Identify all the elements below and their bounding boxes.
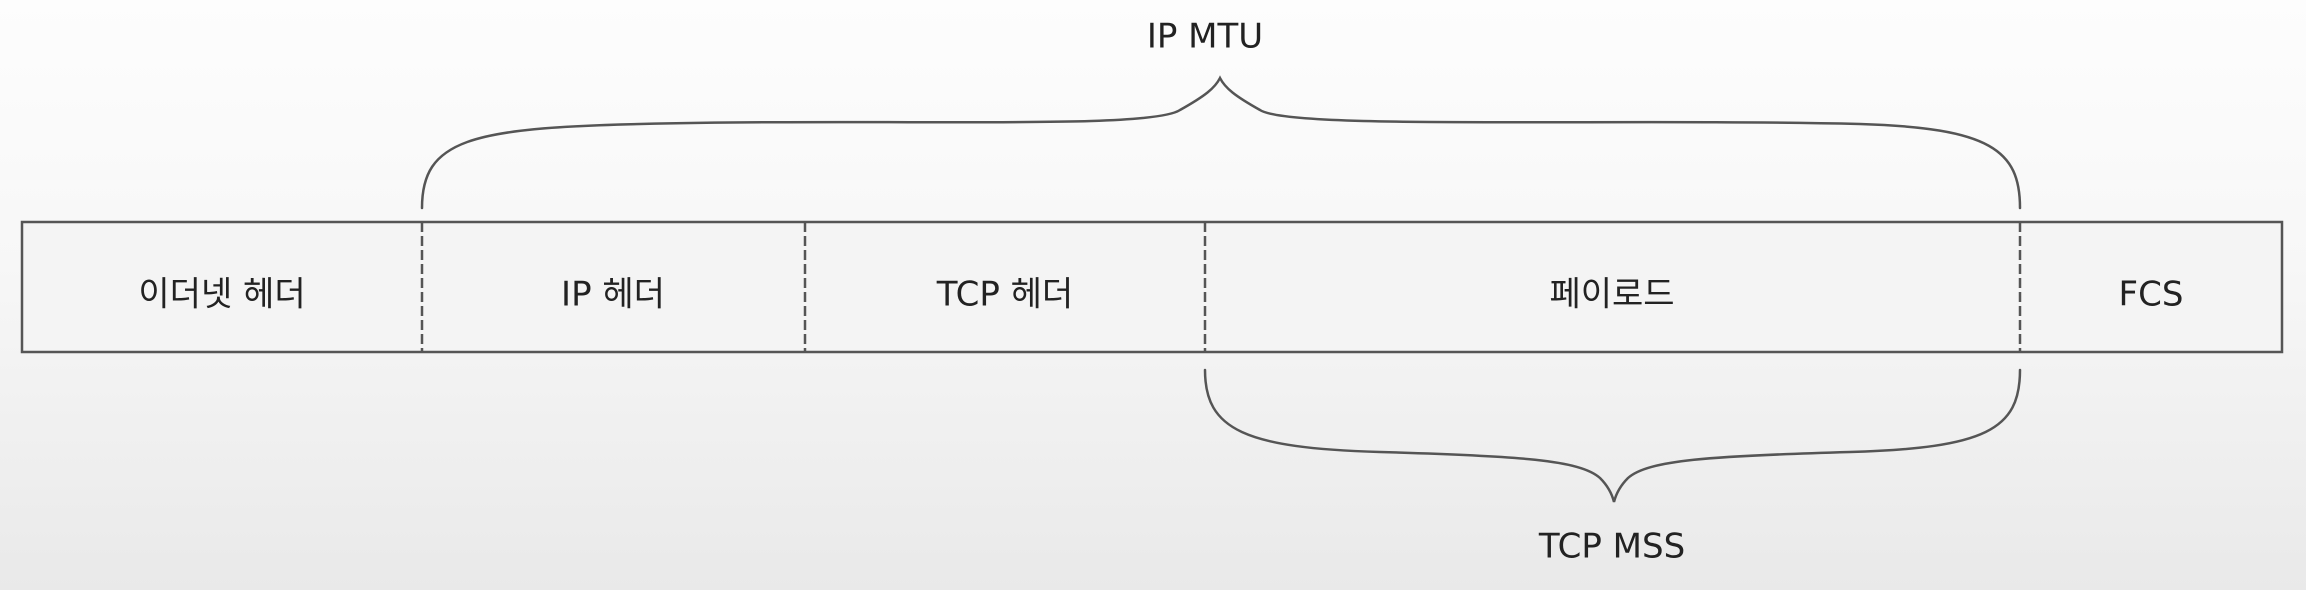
segment-fcs: FCS: [2119, 275, 2184, 315]
segment-tcp-header: TCP 헤더: [936, 275, 1073, 315]
tcp-mss-brace: [1203, 368, 2022, 503]
segment-ethernet-header: 이더넷 헤더: [138, 275, 305, 315]
tcp-mss-label: TCP MSS: [1538, 527, 1685, 567]
segment-ip-header: IP 헤더: [561, 275, 665, 315]
packet-bar: [20, 220, 2284, 354]
ip-mtu-label: IP MTU: [1147, 17, 1263, 57]
segment-payload: 페이로드: [1549, 275, 1674, 315]
ip-mtu-brace: [420, 75, 2022, 210]
